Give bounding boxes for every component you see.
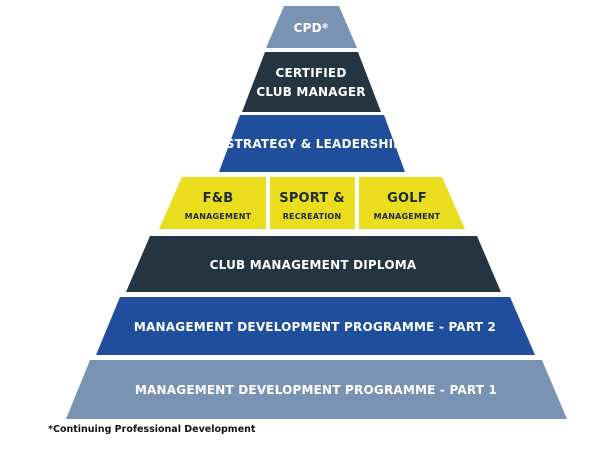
level-fb-management-line2: MANAGEMENT [185,212,252,221]
level-mdp-part-1 [66,360,567,419]
level-mdp-part-2 [96,297,535,355]
level-mdp-part-2-label: MANAGEMENT DEVELOPMENT PROGRAMME - PART … [134,320,496,334]
level-sport-recreation-line1: SPORT & [279,191,345,206]
level-sport-recreation-line2: RECREATION [283,212,342,221]
level-cpd-label: CPD* [294,21,329,35]
level-certified-club-manager-line1: CERTIFIED [276,66,347,80]
level-strategy-leadership [219,115,405,172]
level-certified-club-manager-line2: CLUB MANAGER [256,85,365,99]
level-strategy-leadership-label: STRATEGY & LEADERSHIP [226,137,403,151]
level-fb-management-line1: F&B [203,191,234,206]
level-club-management-diploma [126,236,501,292]
level-golf-management-line2: MANAGEMENT [374,212,441,221]
level-certified-club-manager [242,52,381,112]
level-sport-recreation [270,177,355,229]
level-mdp-part-1-label: MANAGEMENT DEVELOPMENT PROGRAMME - PART … [135,383,497,397]
footnote: *Continuing Professional Development [48,424,256,435]
level-golf-management-line1: GOLF [387,191,427,206]
level-club-management-diploma-label: CLUB MANAGEMENT DIPLOMA [210,258,417,272]
level-cpd [266,6,357,48]
level-golf-management [359,177,465,229]
level-fb-management [159,177,266,229]
